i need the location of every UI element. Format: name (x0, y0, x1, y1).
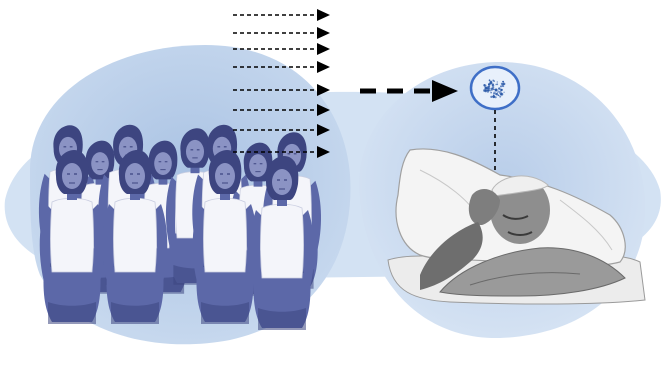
incoming-arrow-head (317, 9, 330, 21)
incoming-arrow-head (317, 27, 330, 39)
incoming-arrow-head (317, 61, 330, 73)
bubble-ring (471, 67, 519, 109)
incoming-arrow-head (317, 43, 330, 55)
